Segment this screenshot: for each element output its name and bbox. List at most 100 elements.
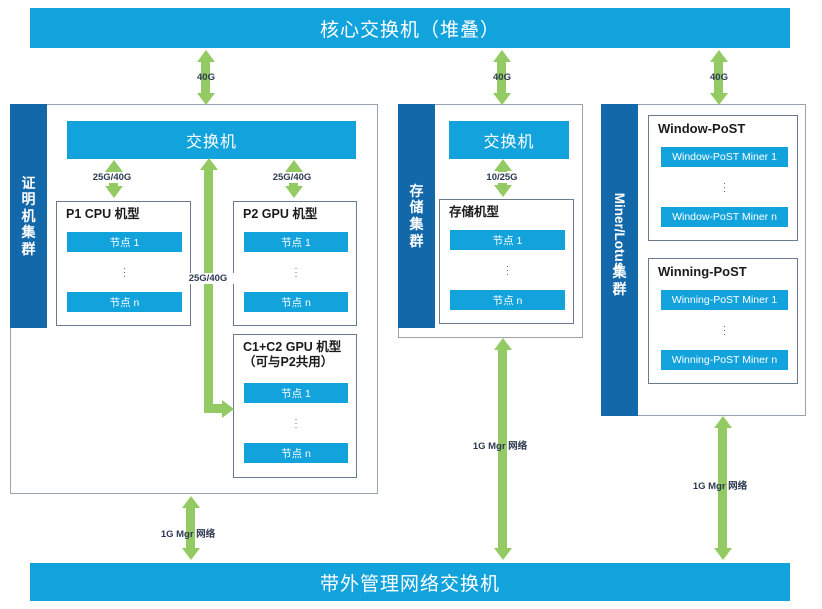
cluster-miner: Miner/Lotus 集 群 Window-PoST Window-PoST … bbox=[601, 104, 806, 416]
arrow-proof-mgmt-head-down bbox=[182, 548, 200, 560]
ellipsis-dot-1: · bbox=[723, 182, 726, 192]
group-c1c2-gpu: C1+C2 GPU 机型 （可与P2共用） 节点 1 · · · 节点 n bbox=[233, 334, 357, 478]
arrow-proof-mgmt-head-up bbox=[182, 496, 200, 508]
group-p2-gpu-title: P2 GPU 机型 bbox=[243, 207, 318, 221]
group-storage-node-last: 节点 n bbox=[450, 290, 565, 310]
ellipsis-dot-0: · bbox=[723, 178, 726, 188]
ellipsis-dot-2: · bbox=[294, 422, 298, 432]
arrow-core-storage-head bbox=[493, 50, 511, 62]
ellipsis-dot-2: · bbox=[123, 271, 126, 281]
ellipsis-dot-1: · bbox=[723, 325, 726, 335]
arrow-core-proof-shaft bbox=[201, 62, 210, 96]
arrow-storage-nodes-head-down bbox=[494, 185, 512, 197]
arrow-c1c2-shaft-horizontal bbox=[204, 404, 223, 413]
oob-management-switch-label: 带外管理网络交换机 bbox=[319, 573, 500, 595]
arrow-storage-nodes-head-up bbox=[494, 159, 512, 171]
link-label-storage-mgmt: 1G Mgr 网络 bbox=[472, 441, 528, 452]
arrow-storage-mgmt-shaft bbox=[498, 350, 507, 549]
arrow-core-miner-shaft bbox=[714, 62, 723, 96]
group-p1-node-last: 节点 n bbox=[67, 292, 182, 312]
ellipsis-dot-1: · bbox=[294, 418, 298, 428]
arrow-core-storage-head2 bbox=[493, 93, 511, 105]
group-c1c2-node-last: 节点 n bbox=[244, 443, 348, 463]
arrow-c1c2-shaft-vertical bbox=[204, 170, 213, 413]
link-label-storage-switch-nodes: 10/25G bbox=[478, 172, 526, 183]
cluster-storage-tab-char-0: 存 bbox=[409, 182, 424, 199]
cluster-proof-tab: 证 明 机 集 群 bbox=[10, 104, 47, 328]
group-winning-post-node-last: Winning-PoST Miner n bbox=[661, 350, 788, 370]
ellipsis-dot-2: · bbox=[723, 186, 726, 196]
arrow-c1c2-head-right bbox=[222, 400, 234, 418]
arrow-p1-head-up bbox=[105, 160, 123, 172]
arrow-miner-mgmt-shaft bbox=[718, 428, 727, 549]
cluster-storage-tab-char-1: 储 bbox=[409, 199, 424, 216]
cluster-proof-tab-char-2: 机 bbox=[21, 207, 36, 224]
proof-switch-label: 交换机 bbox=[185, 134, 237, 151]
core-switch-label: 核心交换机（堆叠） bbox=[319, 19, 500, 41]
ellipsis-dot-1: · bbox=[294, 267, 298, 277]
arrow-proof-mgmt-shaft bbox=[186, 508, 195, 549]
group-p2-gpu: P2 GPU 机型 节点 1 · · · 节点 n bbox=[233, 201, 357, 326]
storage-switch: 交换机 bbox=[449, 121, 569, 159]
cluster-miner-tab: Miner/Lotus 集 群 bbox=[601, 104, 638, 416]
link-label-core-storage: 40G bbox=[493, 72, 511, 83]
ellipsis-dot-1: · bbox=[123, 267, 126, 277]
arrow-c1c2-head-up bbox=[200, 158, 218, 170]
cluster-storage-tab-char-3: 群 bbox=[409, 232, 424, 249]
arrow-p1-head-down bbox=[105, 186, 123, 198]
group-p1-node-first: 节点 1 bbox=[67, 232, 182, 252]
group-window-post-ellipsis: · · · bbox=[661, 172, 788, 202]
ellipsis-dot-2: · bbox=[294, 271, 298, 281]
arrow-miner-mgmt-head-down bbox=[714, 548, 732, 560]
group-p1-ellipsis: · · · bbox=[67, 257, 182, 287]
arrow-storage-mgmt-head-up bbox=[494, 338, 512, 350]
core-switch-bar: 核心交换机（堆叠） bbox=[30, 8, 790, 48]
group-p2-node-last: 节点 n bbox=[244, 292, 348, 312]
ellipsis-dot-0: · bbox=[123, 263, 126, 273]
cluster-miner-tab-rot-label: Miner/Lotus bbox=[612, 192, 628, 269]
link-label-core-miner: 40G bbox=[710, 72, 728, 83]
group-storage-ellipsis: · · · bbox=[450, 255, 565, 285]
arrow-p2-head-down bbox=[285, 186, 303, 198]
arrow-core-storage-shaft bbox=[497, 62, 506, 96]
ellipsis-dot-2: · bbox=[506, 269, 509, 279]
group-c1c2-ellipsis: · · · bbox=[244, 408, 348, 438]
oob-management-switch-bar: 带外管理网络交换机 bbox=[30, 563, 790, 601]
group-window-post: Window-PoST Window-PoST Miner 1 · · · Wi… bbox=[648, 115, 798, 241]
cluster-miner-tab-char-1: 群 bbox=[612, 280, 627, 297]
arrow-core-proof-head bbox=[197, 50, 215, 62]
link-label-core-proof: 40G bbox=[197, 72, 215, 83]
ellipsis-dot-0: · bbox=[294, 414, 298, 424]
group-winning-post-title: Winning-PoST bbox=[658, 264, 747, 279]
storage-switch-label: 交换机 bbox=[483, 134, 535, 151]
group-storage-node-first: 节点 1 bbox=[450, 230, 565, 250]
group-storage-title: 存储机型 bbox=[449, 205, 500, 219]
arrow-core-miner-head bbox=[710, 50, 728, 62]
arrow-core-miner-head2 bbox=[710, 93, 728, 105]
link-label-proof-mgmt: 1G Mgr 网络 bbox=[160, 529, 216, 540]
group-p2-node-first: 节点 1 bbox=[244, 232, 348, 252]
group-window-post-title: Window-PoST bbox=[658, 121, 746, 136]
arrow-core-proof-head2 bbox=[197, 93, 215, 105]
group-p1-cpu: P1 CPU 机型 节点 1 · · · 节点 n bbox=[56, 201, 191, 326]
group-winning-post-node-first: Winning-PoST Miner 1 bbox=[661, 290, 788, 310]
group-window-post-node-first: Window-PoST Miner 1 bbox=[661, 147, 788, 167]
group-winning-post-ellipsis: · · · bbox=[661, 315, 788, 345]
group-c1c2-gpu-title: C1+C2 GPU 机型 （可与P2共用） bbox=[243, 340, 342, 369]
group-window-post-node-last: Window-PoST Miner n bbox=[661, 207, 788, 227]
cluster-storage: 存 储 集 群 交换机 存储机型 节点 1 · · · 节点 n bbox=[398, 104, 583, 338]
link-label-switch-c1c2: 25G/40G bbox=[182, 273, 234, 284]
ellipsis-dot-0: · bbox=[294, 263, 298, 273]
ellipsis-dot-2: · bbox=[723, 329, 726, 339]
cluster-proof: 证 明 机 集 群 交换机 P1 CPU 机型 节点 1 · · · 节点 n … bbox=[10, 104, 378, 494]
cluster-proof-tab-char-1: 明 bbox=[21, 191, 36, 208]
arrow-storage-mgmt-head-down bbox=[494, 548, 512, 560]
arrow-miner-mgmt-head-up bbox=[714, 416, 732, 428]
arrow-p2-head-up bbox=[285, 160, 303, 172]
group-storage: 存储机型 节点 1 · · · 节点 n bbox=[439, 199, 574, 324]
cluster-proof-tab-char-3: 集 bbox=[21, 224, 36, 241]
cluster-proof-tab-char-0: 证 bbox=[21, 174, 36, 191]
ellipsis-dot-0: · bbox=[506, 261, 509, 271]
link-label-miner-mgmt: 1G Mgr 网络 bbox=[692, 481, 748, 492]
